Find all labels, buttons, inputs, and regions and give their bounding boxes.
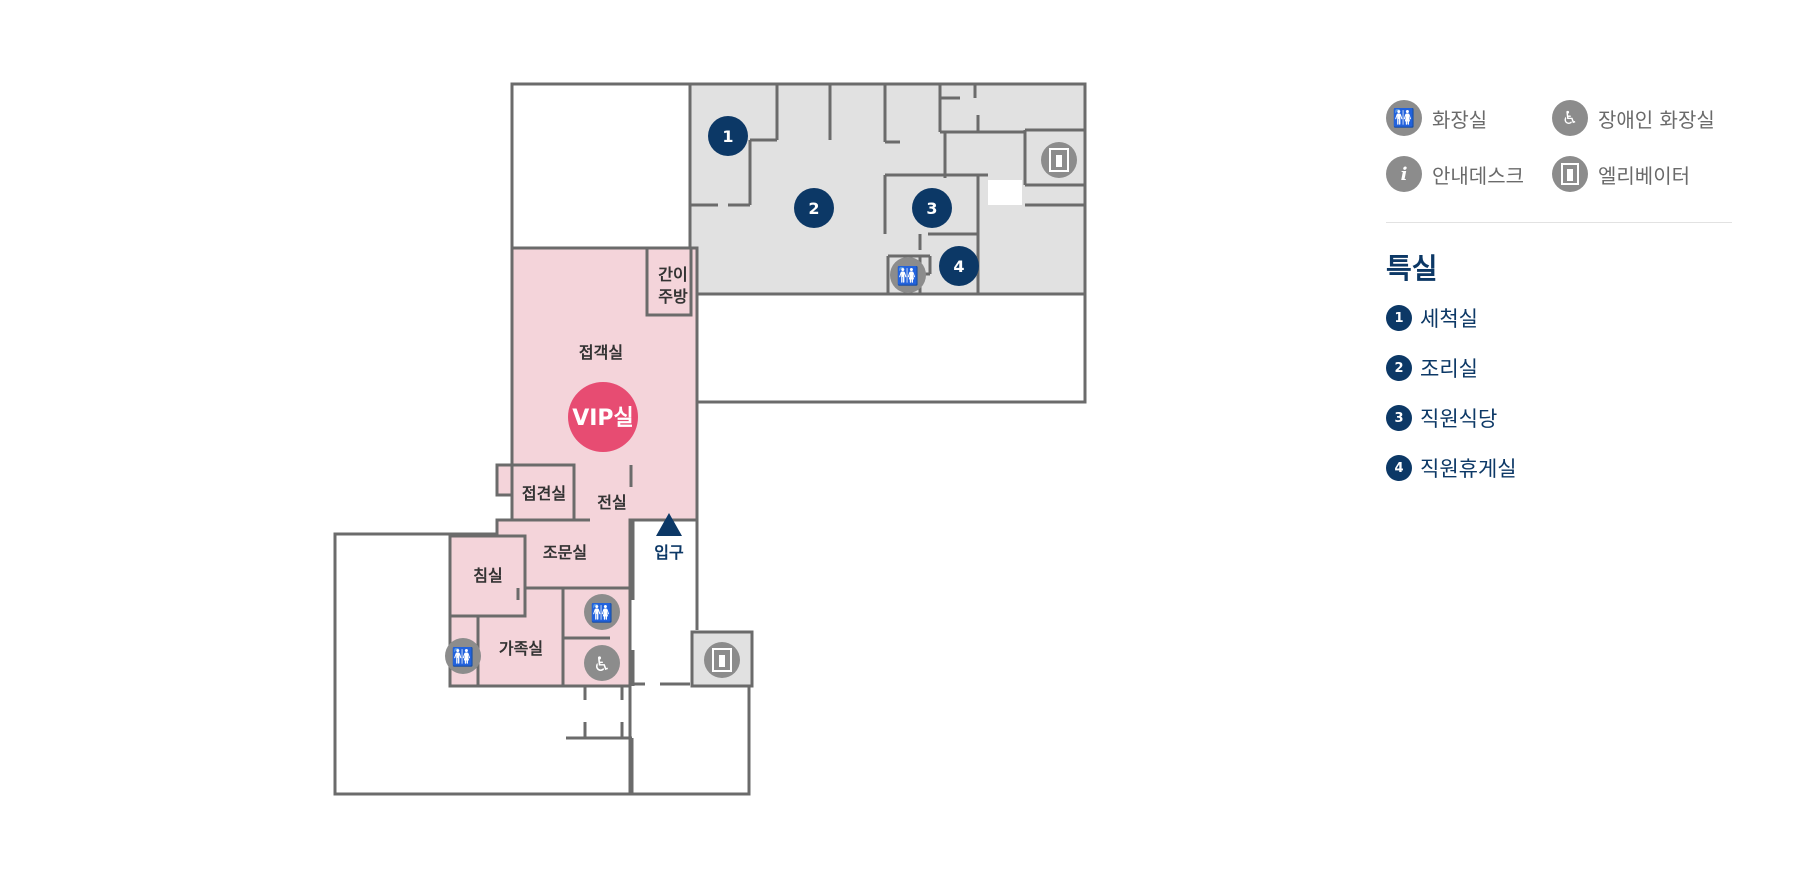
legend-item-info-desk: i 안내데스크 — [1386, 156, 1552, 192]
svg-text:1: 1 — [722, 127, 733, 146]
legend-panel: 🚻 화장실 ♿ 장애인 화장실 i 안내데스크 엘리베이터 특실 1 세척실 2… — [1386, 100, 1732, 501]
svg-text:3: 3 — [926, 199, 937, 218]
svg-text:♿: ♿ — [593, 652, 611, 676]
svg-text:VIP실: VIP실 — [572, 406, 634, 431]
room-name: 세척실 — [1420, 307, 1478, 331]
room-number-badge: 4 — [1386, 455, 1412, 481]
room-number-badge: 2 — [1386, 355, 1412, 381]
special-rooms-title: 특실 — [1386, 252, 1438, 285]
wheelchair-icon: ♿ — [1552, 100, 1588, 136]
restroom-icon: 🚻 — [890, 257, 926, 293]
lower-right-white-area — [628, 678, 751, 796]
info-icon: i — [1386, 156, 1422, 192]
badge-staff-lounge-4: 4 — [939, 246, 979, 286]
badge-staff-cafeteria-3: 3 — [912, 188, 952, 228]
list-item: 2 조리실 — [1386, 351, 1732, 385]
icon-legend: 🚻 화장실 ♿ 장애인 화장실 i 안내데스크 엘리베이터 — [1386, 100, 1732, 192]
list-item: 3 직원식당 — [1386, 401, 1732, 435]
legend-item-elevator: 엘리베이터 — [1552, 156, 1732, 192]
svg-text:입구: 입구 — [654, 543, 684, 562]
elevator-icon — [704, 642, 740, 678]
room-name: 직원휴게실 — [1420, 457, 1517, 481]
svg-text:4: 4 — [953, 257, 964, 276]
upper-white-area — [510, 82, 692, 250]
svg-text:2: 2 — [808, 199, 819, 218]
room-name: 조리실 — [1420, 357, 1478, 381]
svg-text:🚻: 🚻 — [591, 602, 613, 624]
restroom-icon: 🚻 — [1386, 100, 1422, 136]
exhibit-room-label: 전실 — [597, 493, 626, 512]
legend-item-accessible-restroom: ♿ 장애인 화장실 — [1552, 100, 1732, 136]
special-rooms-list: 1 세척실 2 조리실 3 직원식당 4 직원휴게실 — [1386, 301, 1732, 485]
kitchenette-label-line1: 간이 — [658, 265, 687, 284]
room-number-badge: 3 — [1386, 405, 1412, 431]
bedroom-label: 침실 — [473, 566, 502, 585]
condolence-room-label: 조문실 — [543, 543, 587, 562]
vip-room-badge: VIP실 — [568, 382, 638, 452]
entrance-marker: 입구 — [654, 513, 684, 562]
svg-text:🚻: 🚻 — [897, 265, 919, 287]
badge-washroom-1: 1 — [708, 116, 748, 156]
list-item: 1 세척실 — [1386, 301, 1732, 335]
svg-text:🚻: 🚻 — [452, 646, 474, 668]
room-name: 직원식당 — [1420, 407, 1498, 431]
elevator-icon — [1552, 156, 1588, 192]
restroom-icon: 🚻 — [584, 594, 620, 630]
reception-label: 접객실 — [579, 343, 623, 362]
list-item: 4 직원휴게실 — [1386, 451, 1732, 485]
restroom-icon: 🚻 — [445, 638, 481, 674]
legend-divider — [1386, 222, 1732, 223]
kitchenette-room — [645, 246, 693, 317]
meeting-room-label: 접견실 — [522, 484, 566, 503]
room-number-badge: 1 — [1386, 305, 1412, 331]
family-room-label: 가족실 — [499, 639, 543, 658]
kitchenette-label-line2: 주방 — [658, 287, 688, 306]
wheelchair-icon: ♿ — [584, 645, 620, 681]
badge-kitchen-2: 2 — [794, 188, 834, 228]
bedroom-room — [448, 534, 527, 618]
legend-item-restroom: 🚻 화장실 — [1386, 100, 1552, 136]
elevator-icon — [1041, 142, 1077, 178]
